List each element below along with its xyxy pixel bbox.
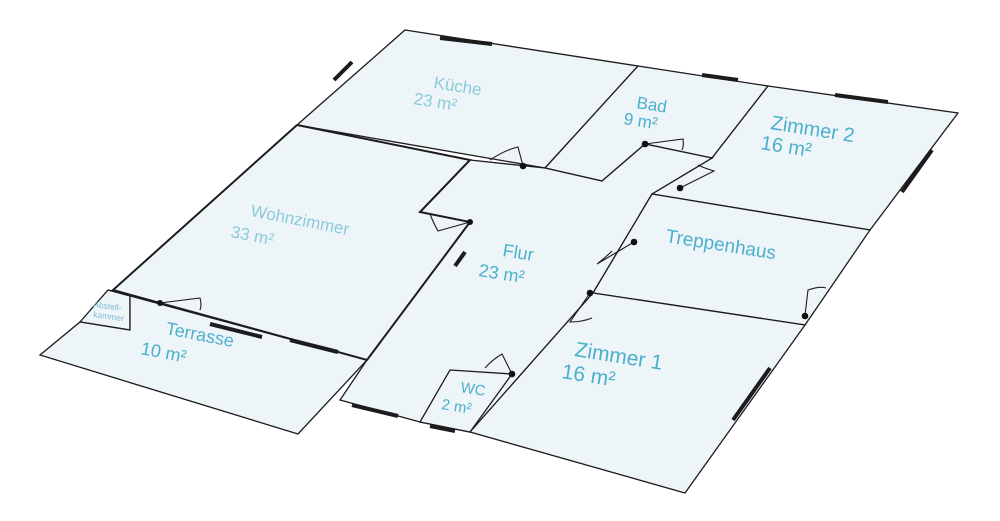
window: [701, 73, 739, 82]
room-label-bad: Bad: [635, 93, 668, 116]
window: [439, 36, 493, 46]
window: [453, 250, 467, 268]
window: [351, 403, 399, 418]
door-hinge: [801, 312, 809, 320]
door-treppenhaus-stair: [804, 286, 827, 316]
door-zimmer2: [679, 164, 716, 189]
door-hinge: [467, 219, 473, 225]
door-zimmer1: [568, 292, 593, 323]
door-bad: [644, 138, 684, 151]
door-treppenhaus: [596, 241, 635, 265]
door-hinge: [630, 238, 638, 246]
door-wohnzimmer: [429, 213, 471, 232]
door-kueche: [489, 146, 524, 167]
door-terrasse: [159, 297, 202, 311]
door-hinge: [519, 162, 527, 170]
window: [429, 424, 456, 433]
window: [289, 338, 339, 354]
window: [834, 93, 889, 104]
room-label-flur: Flur: [501, 240, 535, 265]
room-label-abstell-2: kammer: [93, 309, 125, 323]
room-area-wc: 2 m²: [440, 396, 472, 417]
room-zimmer1[interactable]: [468, 292, 807, 494]
door-hinge: [157, 300, 163, 306]
room-wc[interactable]: [418, 369, 514, 433]
door-hinge: [508, 370, 516, 378]
door-hinge: [676, 184, 684, 192]
window: [900, 148, 934, 194]
room-label-wc: WC: [459, 379, 487, 400]
room-terrasse[interactable]: [38, 289, 369, 435]
door-wc: [484, 353, 513, 375]
door-hinge: [641, 140, 649, 148]
window: [731, 366, 772, 422]
window: [332, 60, 354, 82]
room-label-abstell-1: Abstell-: [93, 299, 123, 313]
door-hinge: [586, 289, 594, 297]
window: [209, 322, 263, 339]
